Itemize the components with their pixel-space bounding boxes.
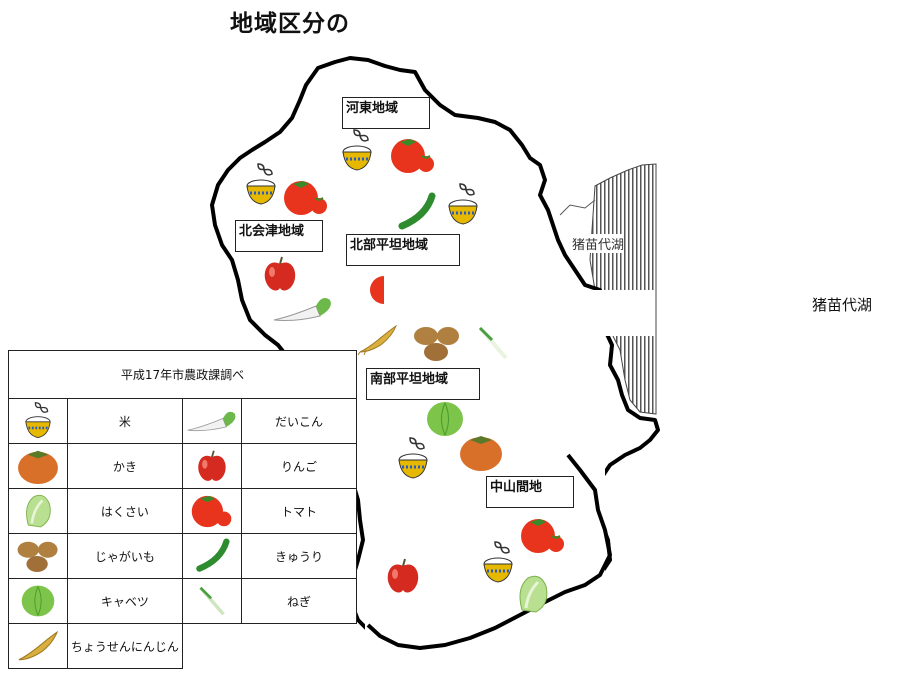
lake-label-map: 猪苗代湖 bbox=[572, 234, 625, 253]
page-title: 地域区分の bbox=[230, 11, 350, 37]
legend-icon-cell bbox=[181, 443, 242, 489]
region-label-kitaaizu: 北会津地域 bbox=[235, 220, 323, 252]
region-label-nanbu: 南部平坦地域 bbox=[366, 368, 480, 400]
legend-icon-cell bbox=[8, 488, 68, 534]
persimmon-icon bbox=[460, 436, 502, 471]
apple-icon bbox=[198, 450, 226, 481]
leek-icon bbox=[199, 586, 225, 616]
hakusai-icon bbox=[26, 494, 51, 528]
region-label-katou: 河東地域 bbox=[342, 97, 430, 129]
legend-row: じゃがいも きゅうり bbox=[8, 533, 358, 579]
legend-label: だいこん bbox=[240, 398, 358, 444]
rice-bowl-icon bbox=[448, 183, 478, 225]
cucumber-icon bbox=[196, 538, 230, 572]
legend-header: 平成17年市農政課調べ bbox=[8, 350, 357, 399]
legend-label: はくさい bbox=[66, 488, 183, 534]
legend-row: ちょうせんにんじん bbox=[8, 623, 357, 669]
rice-bowl-icon bbox=[25, 402, 51, 438]
legend-label: じゃがいも bbox=[66, 533, 183, 579]
legend-icon-cell bbox=[181, 398, 242, 444]
lake-shore-notch bbox=[559, 199, 596, 216]
cucumber-icon bbox=[398, 192, 436, 230]
ginseng-icon bbox=[18, 630, 59, 661]
legend-icon-cell bbox=[181, 578, 242, 624]
apple-icon bbox=[387, 558, 419, 593]
daikon-icon bbox=[273, 298, 331, 321]
occluder-top bbox=[355, 0, 485, 52]
cabbage-icon bbox=[21, 585, 55, 617]
daikon-icon bbox=[187, 411, 236, 432]
ginseng-icon bbox=[357, 324, 398, 356]
persimmon-icon bbox=[18, 450, 58, 485]
legend-row: 米 だいこん bbox=[8, 398, 358, 444]
lake-inawashiro bbox=[589, 163, 657, 415]
hakusai-icon bbox=[519, 575, 548, 613]
legend-icon-cell bbox=[8, 398, 68, 444]
rice-bowl-icon bbox=[483, 541, 513, 583]
legend-label: 米 bbox=[66, 398, 183, 444]
legend-row: かき りんご bbox=[8, 443, 358, 489]
legend-label: きゅうり bbox=[240, 533, 358, 579]
tomato-icon bbox=[191, 495, 232, 527]
tomato-icon bbox=[391, 139, 434, 173]
legend-label: ねぎ bbox=[240, 578, 358, 624]
legend-row: キャベツ ねぎ bbox=[8, 578, 358, 624]
tomato-icon bbox=[370, 276, 384, 304]
rice-bowl-icon bbox=[342, 129, 372, 171]
legend-icon-cell bbox=[181, 488, 242, 534]
lake-label-outside: 猪苗代湖 bbox=[812, 296, 873, 314]
legend-empty-cell bbox=[241, 624, 356, 669]
potato-icon bbox=[414, 327, 459, 361]
city-boundary-south bbox=[366, 453, 612, 650]
legend-label: かき bbox=[66, 443, 183, 489]
legend-icon-cell bbox=[8, 578, 68, 624]
legend-icon-cell bbox=[8, 443, 68, 489]
rice-bowl-icon bbox=[246, 163, 276, 205]
region-label-hokubu: 北部平坦地域 bbox=[346, 234, 460, 266]
legend-empty-cell bbox=[182, 624, 241, 669]
rice-bowl-icon bbox=[398, 437, 428, 479]
cabbage-icon bbox=[427, 402, 463, 436]
leek-icon bbox=[478, 326, 508, 360]
legend-table: 平成17年市農政課調べ 米 だいこん かき bbox=[8, 350, 358, 669]
legend-label: りんご bbox=[240, 443, 358, 489]
region-label-chusankan: 中山間地 bbox=[486, 476, 574, 508]
legend-label: トマト bbox=[240, 488, 358, 534]
tomato-icon bbox=[521, 519, 564, 553]
legend-icon-cell bbox=[8, 533, 68, 579]
legend-label: キャベツ bbox=[66, 578, 183, 624]
legend-label: ちょうせんにんじん bbox=[66, 623, 183, 669]
potato-icon bbox=[17, 541, 58, 572]
legend-icon-cell bbox=[8, 623, 68, 669]
legend-icon-cell bbox=[181, 533, 242, 579]
tomato-icon bbox=[284, 181, 327, 215]
apple-icon bbox=[264, 256, 296, 291]
legend-row: はくさい トマト bbox=[8, 488, 358, 534]
